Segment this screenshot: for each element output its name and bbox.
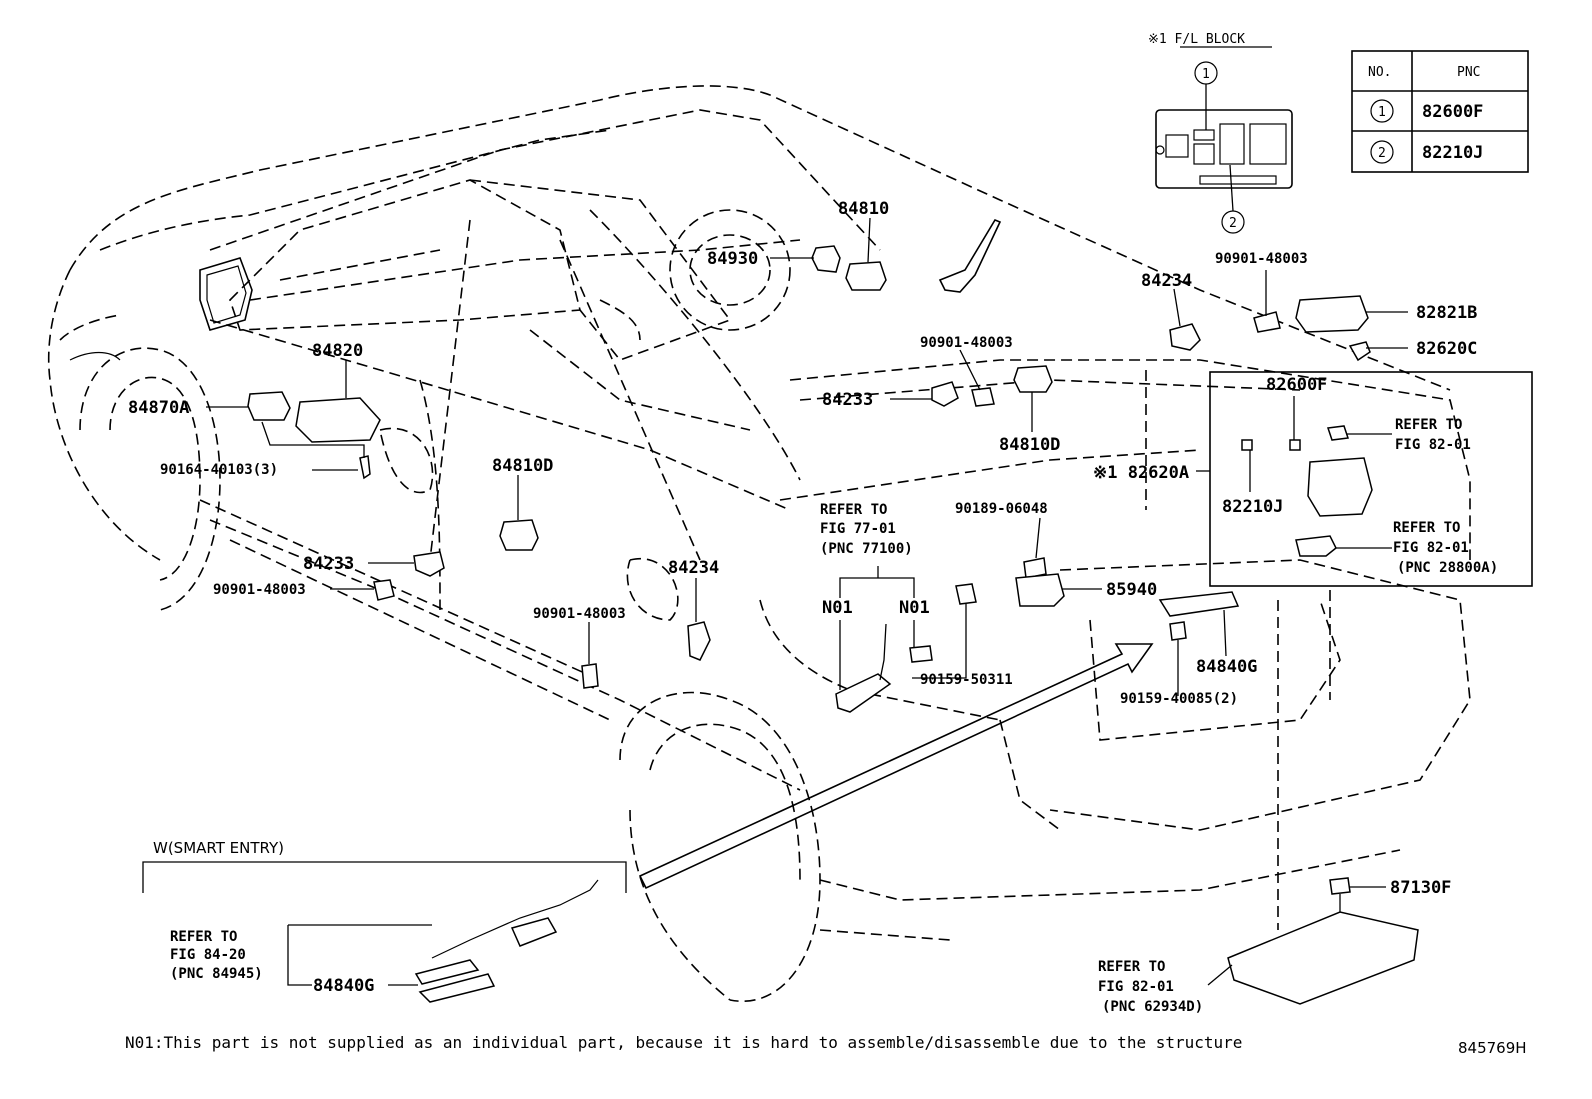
fl-block-title: ※1 F/L BLOCK: [1148, 32, 1245, 47]
part-label-n01-left: N01: [822, 598, 853, 618]
fl-block: ※1 F/L BLOCK 1 2: [1148, 32, 1293, 234]
part-label-90189-06048: 90189-06048: [955, 501, 1048, 517]
table-row-no: 2: [1378, 146, 1386, 161]
part-label-84820: 84820: [312, 341, 363, 361]
table-header-no: NO.: [1368, 65, 1391, 80]
ref-line: FIG 77-01: [820, 521, 896, 537]
part-label-84233-mid: 84233: [822, 390, 873, 410]
part-label-84840g: 84840G: [1196, 657, 1257, 677]
part-label-84234-rear: 84234: [1141, 271, 1192, 291]
ref-line: FIG 82-01: [1395, 437, 1471, 453]
ref-line: (PNC 62934D): [1102, 999, 1203, 1015]
table-header-pnc: PNC: [1457, 65, 1480, 80]
part-label-82620c: 82620C: [1416, 339, 1477, 359]
part-shapes: [247, 245, 1419, 1005]
part-label-82821b: 82821B: [1416, 303, 1477, 323]
car-body-outline: [47, 85, 1471, 1003]
table-row-pnc: 82210J: [1422, 143, 1483, 163]
ref-line: REFER TO: [820, 502, 887, 518]
inset-title: W(SMART ENTRY): [153, 839, 284, 857]
part-label-90159-40085: 90159-40085(2): [1120, 691, 1238, 707]
part-label-84810d-right: 84810D: [999, 435, 1060, 455]
ref-line: REFER TO: [1393, 520, 1460, 536]
part-labels: 84810 84930 84820 84870A 90164-40103(3) …: [125, 199, 1527, 1057]
ref-line: REFER TO: [1395, 417, 1462, 433]
table-row-no: 1: [1378, 105, 1386, 120]
pnc-table: NO. PNC 1 82600F 2 82210J: [1351, 50, 1529, 173]
ref-line: FIG 84-20: [170, 947, 246, 963]
part-label-90901-left: 90901-48003: [213, 582, 306, 598]
part-label-90159-50311: 90159-50311: [920, 672, 1013, 688]
part-label-82620a: ※1 82620A: [1093, 463, 1189, 483]
ref-line: FIG 82-01: [1393, 540, 1469, 556]
diagram-id: 845769H: [1458, 1039, 1527, 1057]
part-label-84810: 84810: [838, 199, 889, 219]
part-label-84840g-inset: 84840G: [313, 976, 374, 996]
part-label-90164-40103: 90164-40103(3): [160, 462, 278, 478]
part-label-84810d-left: 84810D: [492, 456, 553, 476]
part-label-87130f: 87130F: [1390, 878, 1451, 898]
ref-line: (PNC 84945): [170, 966, 263, 982]
part-label-82210j: 82210J: [1222, 497, 1283, 517]
part-label-84930: 84930: [707, 249, 758, 269]
ref-line: (PNC 77100): [820, 541, 913, 557]
footnote: N01:This part is not supplied as an indi…: [125, 1033, 1242, 1052]
part-label-84870a: 84870A: [128, 398, 189, 418]
ref-line: (PNC 28800A): [1397, 560, 1498, 576]
callout-2: 2: [1229, 216, 1237, 231]
ref-line: REFER TO: [170, 929, 237, 945]
ref-line: FIG 82-01: [1098, 979, 1174, 995]
part-label-82600f: 82600F: [1266, 375, 1327, 395]
leader-lines: [142, 217, 1533, 986]
table-row-pnc: 82600F: [1422, 102, 1483, 122]
part-label-90901-rear: 90901-48003: [1215, 251, 1308, 267]
callout-1: 1: [1202, 67, 1210, 82]
part-label-84234-front: 84234: [668, 558, 719, 578]
part-label-90901-front: 90901-48003: [533, 606, 626, 622]
part-label-85940: 85940: [1106, 580, 1157, 600]
part-label-84233-left: 84233: [303, 554, 354, 574]
ref-line: REFER TO: [1098, 959, 1165, 975]
part-label-n01-right: N01: [899, 598, 930, 618]
part-label-90901-mid: 90901-48003: [920, 335, 1013, 351]
